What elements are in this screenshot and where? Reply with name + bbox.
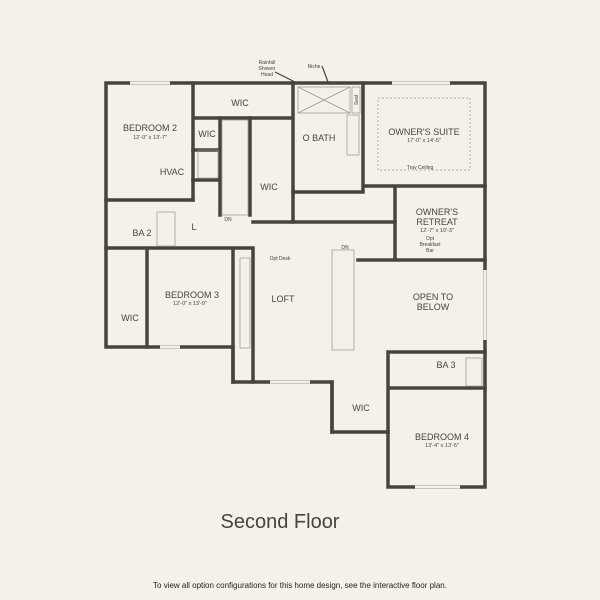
bedroom-2-label: BEDROOM 2 bbox=[123, 123, 177, 133]
room-labels: BEDROOM 2 12'-0" x 13'-7" WIC WIC HVAC B… bbox=[121, 60, 469, 449]
bedroom-2-dim: 12'-0" x 13'-7" bbox=[133, 135, 167, 141]
wic-label: WIC bbox=[121, 313, 139, 323]
linen-label: L bbox=[191, 222, 196, 232]
stairs-down-label: DN bbox=[224, 217, 232, 223]
breakfast-bar-note: Breakfast bbox=[419, 242, 441, 248]
obath-label: O BATH bbox=[303, 133, 336, 143]
opt-desk-note: Opt Desk bbox=[270, 256, 291, 262]
ba3-label: BA 3 bbox=[436, 360, 455, 370]
rainfall-note: Head bbox=[261, 72, 273, 78]
open-to-below-label: OPEN TO bbox=[413, 292, 453, 302]
hvac-label: HVAC bbox=[160, 167, 185, 177]
owners-retreat-label: RETREAT bbox=[416, 217, 458, 227]
niche-note: Niche bbox=[308, 64, 321, 70]
tray-ceiling-note: Tray Ceiling bbox=[407, 165, 434, 171]
shower-seat bbox=[351, 86, 361, 114]
wic-label: WIC bbox=[231, 98, 249, 108]
windows bbox=[130, 81, 487, 489]
open-to-below-label: BELOW bbox=[417, 302, 450, 312]
wic-label: WIC bbox=[260, 182, 278, 192]
breakfast-bar-note: Bar bbox=[426, 248, 434, 254]
owners-suite-dim: 17'-0" x 14'-5" bbox=[407, 138, 441, 144]
wic-label: WIC bbox=[352, 403, 370, 413]
shower-seat-label: Seat bbox=[354, 94, 360, 105]
stairs-down-label: DN bbox=[341, 245, 349, 251]
rainfall-note: Shower bbox=[259, 66, 276, 72]
rainfall-note: Rainfall bbox=[259, 60, 276, 66]
footer-note: To view all option configurations for th… bbox=[153, 581, 447, 590]
floor-title: Second Floor bbox=[221, 511, 340, 533]
bedroom-4-label: BEDROOM 4 bbox=[415, 432, 469, 442]
bedroom-3-dim: 12'-0" x 13'-9" bbox=[173, 301, 207, 307]
owners-retreat-label: OWNER'S bbox=[416, 207, 458, 217]
fixtures bbox=[156, 86, 483, 387]
bedroom-3-label: BEDROOM 3 bbox=[165, 290, 219, 300]
owners-retreat-dim: 12'-7" x 10'-3" bbox=[420, 228, 454, 234]
owners-suite-label: OWNER'S SUITE bbox=[388, 127, 459, 137]
wic-label: WIC bbox=[198, 129, 216, 139]
bedroom-4-dim: 13'-4" x 13'-5" bbox=[425, 443, 459, 449]
ba2-label: BA 2 bbox=[132, 228, 151, 238]
breakfast-bar-note: Opt bbox=[426, 236, 435, 242]
loft-label: LOFT bbox=[271, 294, 295, 304]
